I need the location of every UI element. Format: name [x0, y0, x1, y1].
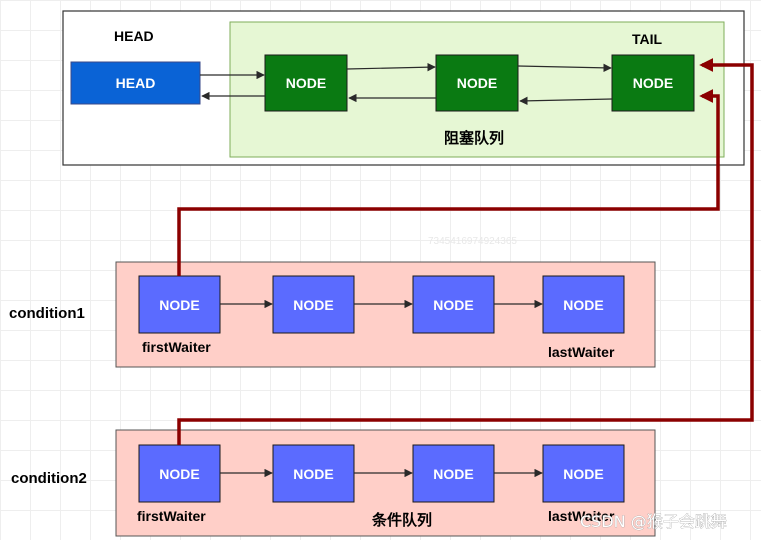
queue-node-label: NODE: [457, 75, 497, 91]
condition-node-label: NODE: [159, 466, 199, 482]
queue-node-1: NODE: [264, 54, 348, 112]
condition2-first-waiter: firstWaiter: [137, 508, 206, 524]
condition-queue-label: 条件队列: [371, 511, 432, 529]
tail-label: TAIL: [632, 31, 663, 47]
node1-next-arrow: [346, 62, 436, 72]
tail-prev-arrow: [519, 96, 613, 106]
condition2-label: condition2: [11, 470, 87, 487]
node2-next-arrow: [517, 63, 612, 73]
watermark: 7345416974924365: [428, 236, 517, 247]
credit-watermark: CSDN @猴子会跳舞: [580, 512, 727, 531]
condition2-node-1: NODE: [138, 444, 221, 503]
head-node: HEAD: [70, 61, 201, 105]
condition-node-label: NODE: [293, 297, 333, 313]
condition1-label: condition1: [9, 305, 85, 322]
condition-node-label: NODE: [433, 466, 473, 482]
queue-node-tail: NODE: [611, 54, 695, 112]
queue-node-label: NODE: [286, 75, 326, 91]
condition1-last-waiter: lastWaiter: [548, 344, 615, 360]
condition1-transfer-link: [177, 89, 720, 276]
condition2-transfer-link: [177, 58, 754, 445]
condition1-node-1: NODE: [138, 275, 221, 334]
head-label: HEAD: [114, 28, 154, 44]
condition1-node-3: NODE: [412, 275, 495, 334]
condition2-last-waiter: lastWaiter: [548, 508, 615, 524]
condition1-node-4: NODE: [542, 275, 625, 334]
head-node-label: HEAD: [116, 75, 156, 91]
condition-node-label: NODE: [433, 297, 473, 313]
queue-node-2: NODE: [435, 54, 519, 112]
condition1-first-waiter: firstWaiter: [142, 339, 211, 355]
condition-node-label: NODE: [563, 297, 603, 313]
blocking-queue-label: 阻塞队列: [444, 129, 504, 147]
condition-node-label: NODE: [563, 466, 603, 482]
condition2-node-3: NODE: [412, 444, 495, 503]
condition-node-label: NODE: [293, 466, 333, 482]
condition2-node-4: NODE: [542, 444, 625, 503]
condition-node-label: NODE: [159, 297, 199, 313]
condition2-node-2: NODE: [272, 444, 355, 503]
condition1-node-2: NODE: [272, 275, 355, 334]
queue-node-label: NODE: [633, 75, 673, 91]
